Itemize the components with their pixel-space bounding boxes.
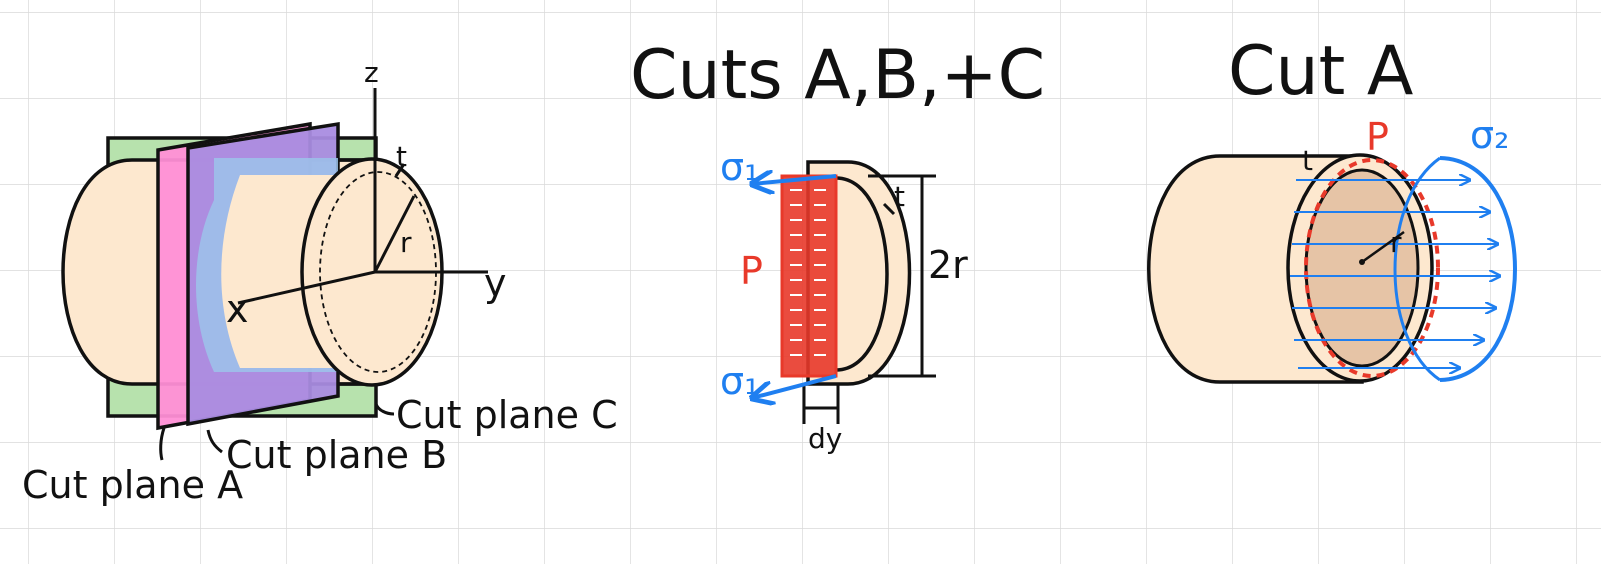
stress-envelope	[1439, 156, 1517, 382]
leader-plane-b	[206, 429, 223, 454]
pressure-label-middle: P	[740, 249, 763, 293]
stress-arrow-top	[752, 176, 837, 184]
right-panel-cut-section	[1147, 153, 1517, 384]
radius-label: r	[400, 226, 412, 259]
pressure-strip	[780, 174, 838, 378]
diameter-label: 2r	[928, 243, 968, 287]
width-label: dy	[808, 422, 842, 455]
stress-label-bottom: σ₁	[720, 359, 759, 403]
stress-arrow-bottom	[752, 374, 837, 398]
axis-x-label: x	[226, 287, 249, 331]
axis-y-label: y	[484, 261, 507, 305]
cut-plane-b-label: Cut plane B	[226, 433, 447, 477]
x-axis	[237, 270, 376, 305]
thickness-label-middle: t	[894, 180, 905, 213]
cut-plane-a-label: Cut plane A	[22, 463, 243, 507]
ring-inner-wall	[835, 176, 889, 372]
radius-line-right	[1361, 230, 1405, 264]
stress-label-right: σ₂	[1470, 113, 1509, 157]
cut-plane-c-label: Cut plane C	[396, 393, 618, 437]
center-dot	[1359, 259, 1365, 265]
middle-panel-ring-section	[752, 160, 936, 424]
leader-plane-c	[374, 403, 395, 416]
pressure-label-right: P	[1366, 115, 1389, 159]
thickness-tick	[394, 163, 406, 177]
pressure-arrows	[790, 189, 826, 356]
stress-arrows-right	[1290, 180, 1500, 368]
axis-z-label: z	[364, 56, 379, 89]
left-panel-cylinder-diagram	[61, 88, 488, 461]
leader-plane-a	[159, 427, 166, 461]
right-title: Cut A	[1228, 32, 1413, 111]
thickness-label-right: t	[1302, 144, 1313, 177]
thickness-dim-tick	[882, 202, 896, 216]
stress-label-top: σ₁	[720, 145, 759, 189]
radius-line	[373, 195, 416, 273]
radius-label-right: r	[1390, 226, 1402, 259]
middle-title: Cuts A,B,+C	[630, 36, 1045, 115]
cut-face-inner	[1304, 168, 1420, 368]
stress-envelope-back	[1393, 156, 1441, 382]
pressure-ring	[1304, 158, 1440, 378]
thickness-label: t	[396, 140, 407, 173]
